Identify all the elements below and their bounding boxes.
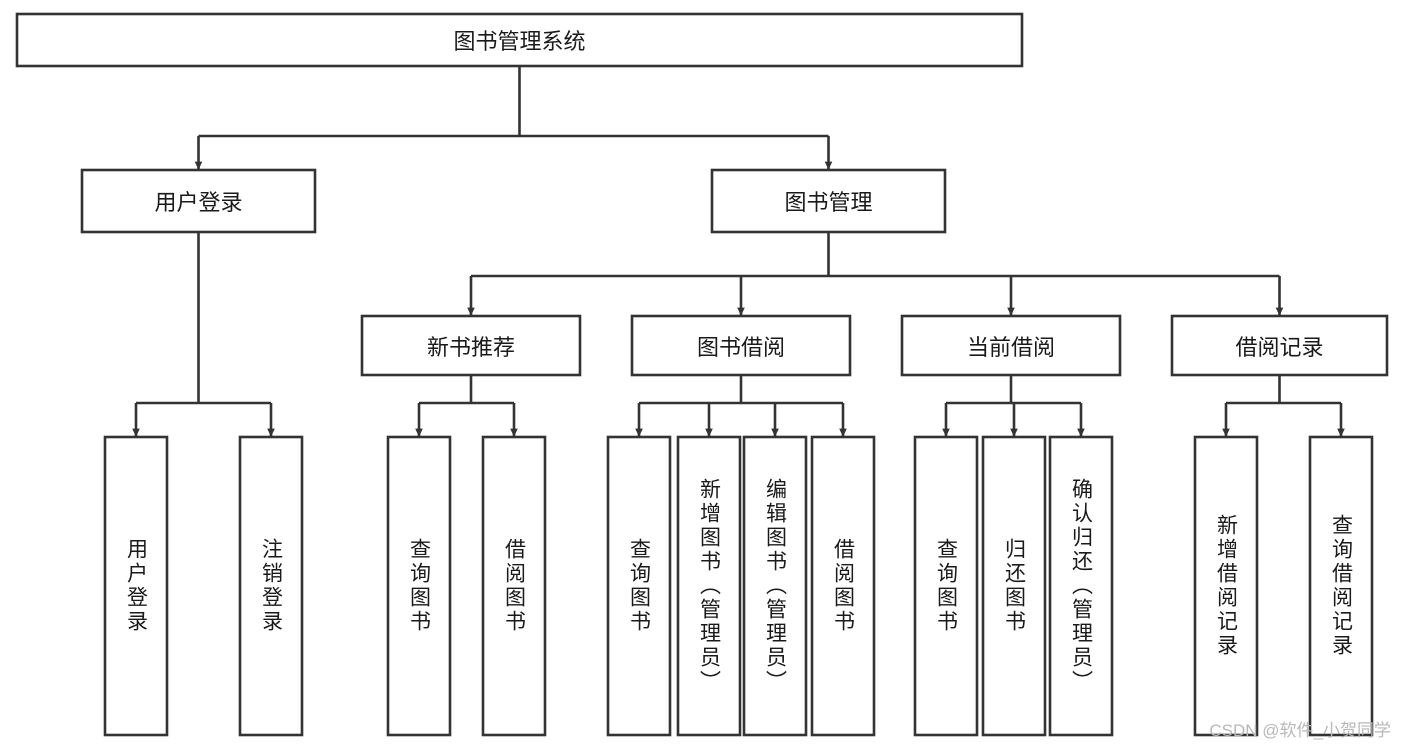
leaf-box-归还图书[interactable] <box>981 435 1047 737</box>
leaf-box-查询图书[interactable] <box>606 435 672 737</box>
leaf-box-借阅图书[interactable] <box>810 435 876 737</box>
root-box-图书管理系统[interactable] <box>15 12 1024 68</box>
leaf-box-借阅图书[interactable] <box>481 435 547 737</box>
level3-box-当前借阅[interactable] <box>900 314 1122 377</box>
leaf-box-查询图书[interactable] <box>913 435 979 737</box>
connectors-layer <box>132 66 1345 437</box>
leaf-box-查询借阅记录[interactable] <box>1308 435 1374 737</box>
level2-box-图书管理[interactable] <box>710 168 947 234</box>
level3-box-新书推荐[interactable] <box>360 314 582 377</box>
leaf-box-新增借阅记录[interactable] <box>1193 435 1259 737</box>
leaf-box-查询图书[interactable] <box>386 435 452 737</box>
level2-box-用户登录[interactable] <box>80 168 317 234</box>
leaf-box-注销登录[interactable] <box>238 435 304 737</box>
level3-box-图书借阅[interactable] <box>630 314 852 377</box>
leaf-box-编辑图书管理员[interactable] <box>742 435 808 737</box>
leaf-box-确认归还管理员[interactable] <box>1048 435 1114 737</box>
watermark-text: CSDN @软件_小贺同学 <box>1209 721 1391 740</box>
leaf-box-用户登录[interactable] <box>103 435 169 737</box>
leaf-box-新增图书管理员[interactable] <box>676 435 742 737</box>
level3-box-借阅记录[interactable] <box>1170 314 1389 377</box>
boxes-layer <box>15 12 1389 737</box>
